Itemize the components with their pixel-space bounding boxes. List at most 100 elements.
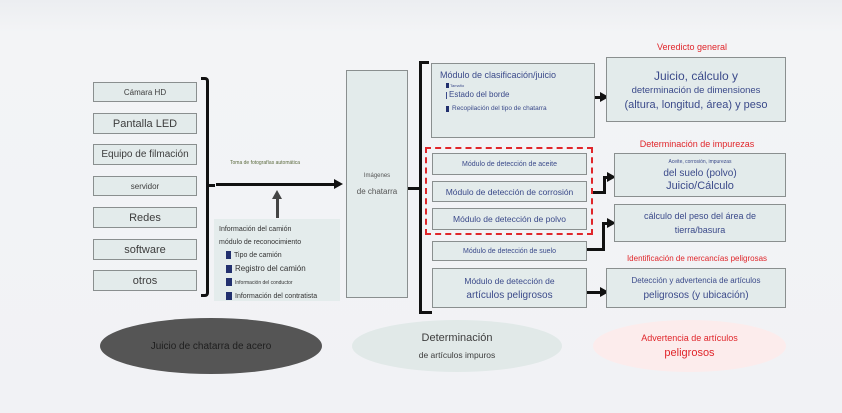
impurity-connector-h2	[603, 176, 610, 179]
soil-detection-label: Módulo de detección de suelo	[462, 247, 556, 255]
hazardous-title: Identificación de mercancías peligrosas	[626, 254, 768, 263]
hazardous-detection-module[interactable]: Módulo de detección de artículos peligro…	[432, 268, 587, 308]
hazardous-output-box[interactable]: Detección y advertencia de artículos pel…	[606, 268, 786, 308]
soil-connector-v	[602, 222, 605, 251]
impurity-modules-group	[425, 147, 593, 235]
size-label: Tamaño	[450, 83, 465, 88]
corrosion-detection-label: Módulo de detección de corrosión	[445, 186, 574, 197]
contractor-info-label: Información del contratista	[235, 293, 318, 300]
input-filming-equipment[interactable]: Equipo de filmación	[93, 144, 197, 165]
classification-module[interactable]: Módulo de clasificación/juicio Tamaño Es…	[431, 63, 595, 138]
arrow-right-icon	[600, 92, 609, 102]
verdict-line3: (altura, longitud, área) y peso	[624, 98, 768, 111]
verdict-output-box[interactable]: Juicio, cálculo y determinación de dimen…	[606, 57, 786, 122]
steel-scrap-label: Juicio de chatarra de acero	[150, 340, 272, 352]
hazardous-detection-line1: Módulo de detección de	[464, 275, 555, 286]
soil-weight-output-box[interactable]: cálculo del peso del área de tierra/basu…	[614, 204, 786, 242]
bullet-icon	[226, 251, 231, 260]
arrow-right-icon	[600, 287, 609, 297]
images-connector-line	[408, 187, 420, 190]
classification-item: Recopilación del tipo de chatarra	[440, 105, 586, 112]
bullet-icon	[446, 105, 449, 112]
hazard-warning-category[interactable]: Advertencia de artículos peligrosos	[593, 320, 786, 372]
truck-info-panel: Información del camión módulo de reconoc…	[214, 219, 340, 301]
input-filming-equipment-label: Equipo de filmación	[101, 149, 189, 160]
edge-state-label: Estado del borde	[449, 90, 510, 100]
input-software-label: software	[124, 243, 166, 256]
input-hd-camera[interactable]: Cámara HD	[93, 82, 197, 102]
truck-info-item: Información del conductor	[219, 276, 335, 290]
input-networks[interactable]: Redes	[93, 207, 197, 228]
corrosion-detection-module[interactable]: Módulo de detección de corrosión	[432, 181, 587, 202]
bullet-icon	[226, 265, 232, 274]
driver-info-label: Información del conductor	[235, 280, 293, 286]
arrow-up-icon	[272, 190, 282, 199]
impurity-connector-h1	[593, 191, 605, 194]
dust-detection-label: Módulo de detección de polvo	[453, 214, 566, 224]
bullet-icon	[446, 83, 449, 89]
inputs-bracket	[201, 77, 209, 297]
truck-info-item: Tipo de camión	[219, 249, 335, 262]
soil-detection-module[interactable]: Módulo de detección de suelo	[432, 241, 587, 261]
bullet-icon	[226, 278, 232, 287]
soil-connector-h1	[587, 248, 605, 251]
modules-spine-top	[419, 61, 429, 64]
truck-info-title-2: módulo de reconocimiento	[219, 239, 302, 246]
input-led-screen-label: Pantalla LED	[112, 117, 178, 130]
bullet-icon	[446, 91, 447, 99]
steel-scrap-category[interactable]: Juicio de chatarra de acero	[100, 318, 322, 374]
scrap-images-line1: Imágenes	[363, 172, 391, 179]
input-server-label: servidor	[130, 181, 160, 191]
arrow-right-icon	[607, 218, 616, 228]
hazard-warning-line2: peligrosos	[664, 347, 715, 359]
scrap-images-line2: de chatarra	[356, 186, 398, 196]
impurities-title: Determinación de impurezas	[639, 139, 755, 149]
hazardous-detection-line2: artículos peligrosos	[466, 289, 553, 301]
impure-articles-category[interactable]: Determinación de artículos impuros	[352, 320, 562, 372]
input-led-screen[interactable]: Pantalla LED	[93, 113, 197, 134]
impure-articles-line2: de artículos impuros	[418, 350, 496, 360]
impurities-output-box[interactable]: Aceite, corrosión, impurezas del suelo (…	[614, 153, 786, 197]
hazardous-line2: peligrosos (y ubicación)	[643, 289, 749, 301]
classification-title: Módulo de clasificación/juicio	[440, 70, 557, 80]
scrap-type-label: Recopilación del tipo de chatarra	[452, 105, 547, 113]
bullet-icon	[226, 292, 232, 301]
input-software[interactable]: software	[93, 239, 197, 260]
classification-item: Estado del borde	[440, 90, 586, 99]
hazardous-line1: Detección y advertencia de artículos	[631, 275, 761, 285]
dust-detection-module[interactable]: Módulo de detección de polvo	[432, 208, 587, 230]
impurities-line1: Aceite, corrosión, impurezas	[668, 158, 732, 165]
truck-info-connector-line	[276, 196, 279, 218]
arrow-right-icon	[334, 179, 343, 189]
verdict-connector-line	[595, 96, 603, 99]
verdict-line2: determinación de dimensiones	[631, 84, 761, 96]
truck-type-label: Tipo de camión	[234, 252, 282, 259]
input-networks-label: Redes	[129, 211, 161, 224]
impurities-line3: Juicio/Cálculo	[666, 179, 734, 192]
hazard-connector-line	[587, 291, 603, 294]
scrap-images-box[interactable]: Imágenes de chatarra	[346, 70, 408, 298]
truck-registration-label: Registro del camión	[235, 264, 306, 273]
verdict-title: Veredicto general	[656, 42, 728, 52]
bracket-tip	[209, 184, 215, 187]
hazard-warning-line1: Advertencia de artículos	[641, 333, 738, 343]
truck-info-title-1: Información del camión	[219, 226, 292, 233]
soil-weight-line1: cálculo del peso del área de	[643, 211, 757, 221]
impurities-line2: del suelo (polvo)	[663, 167, 737, 179]
truck-info-item: Información del contratista	[219, 290, 335, 303]
impure-articles-line1: Determinación	[421, 332, 493, 344]
input-server[interactable]: servidor	[93, 176, 197, 196]
input-others-label: otros	[132, 274, 158, 287]
truck-info-item: Registro del camión	[219, 262, 335, 276]
capture-label: Toma de fotografías automática	[230, 160, 301, 166]
impurity-connector-v	[603, 176, 606, 194]
verdict-line1: Juicio, cálculo y	[653, 68, 739, 83]
input-others[interactable]: otros	[93, 270, 197, 291]
capture-connector-line	[216, 183, 336, 186]
arrow-right-icon	[607, 172, 616, 182]
soil-connector-h2	[602, 222, 610, 225]
modules-spine-bottom	[419, 311, 432, 314]
classification-item: Tamaño	[440, 83, 586, 89]
oil-detection-module[interactable]: Módulo de detección de aceite	[432, 153, 587, 175]
oil-detection-label: Módulo de detección de aceite	[462, 160, 557, 168]
